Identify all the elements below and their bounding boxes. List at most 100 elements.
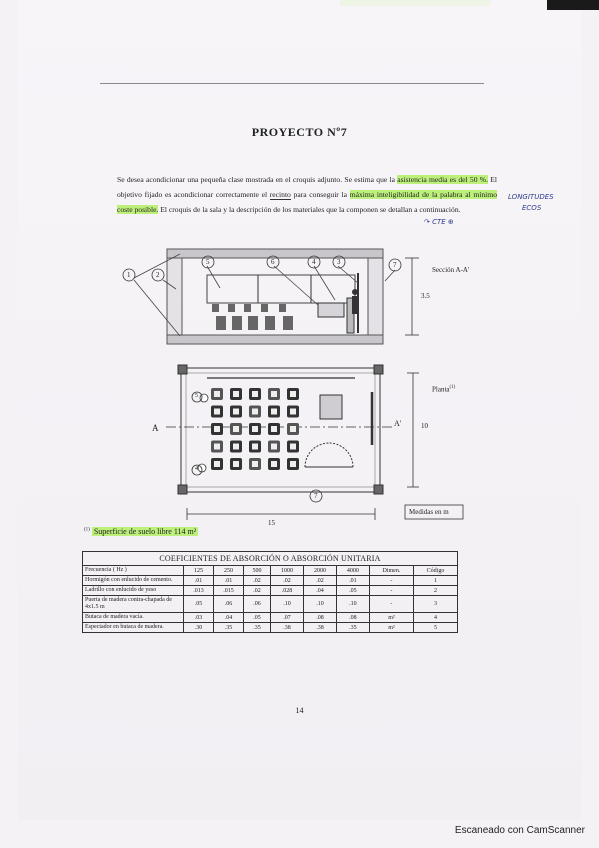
callout-5-section: 5 <box>206 258 210 266</box>
table-cell: .06 <box>213 595 244 613</box>
table-cell: .07 <box>270 612 304 623</box>
plan-label: Planta(1) <box>432 385 455 393</box>
plan-seat-cushion <box>271 443 277 450</box>
table-row: Puerta de madera contra-chapada de 4x1.5… <box>82 595 458 613</box>
table-cell: m² <box>368 622 415 633</box>
footnote: (1) Superficie de suelo libre 114 m² <box>84 527 199 536</box>
table-cell: .06 <box>242 595 272 613</box>
plan-seats <box>211 388 299 470</box>
table-cell: 5 <box>413 622 458 633</box>
plan-seat-cushion <box>214 461 220 467</box>
width-dimension-label: 15 <box>268 519 275 527</box>
underline-recinto: recinto <box>269 190 291 200</box>
table-cell: .01 <box>335 575 370 586</box>
table-cell: .028 <box>270 585 304 596</box>
table-cell: .35 <box>213 622 244 633</box>
table-cell: .05 <box>242 612 272 623</box>
intro-text-2: El objetivo fijado es acondicionar corre… <box>117 175 497 199</box>
plan-seat-cushion <box>214 443 220 450</box>
table-cell: .10 <box>270 595 304 613</box>
plan-seat-cushion <box>233 391 239 397</box>
table-cell: 1 <box>413 575 458 586</box>
table-header-cell: Código <box>413 565 458 576</box>
page-number: 14 <box>295 706 304 715</box>
table-cell: m² <box>368 612 415 623</box>
table-cell: 4 <box>413 612 458 623</box>
table-cell: .02 <box>242 575 272 586</box>
plan-seat-cushion <box>290 461 296 467</box>
callout-7-plan: 7 <box>314 492 318 500</box>
table-header-cell: 4000 <box>335 565 370 576</box>
plan-seat-cushion <box>271 408 277 415</box>
callout-4-plan: 4 <box>195 466 198 472</box>
plan-dimensions <box>186 372 419 520</box>
table-header-cell: Dimen. <box>368 565 415 576</box>
table-cell: .02 <box>303 575 337 586</box>
callout-1: 1 <box>127 271 131 279</box>
section-seats <box>212 304 293 330</box>
plan-seat-cushion <box>233 426 239 432</box>
plan-seat-cushion <box>252 443 258 450</box>
table-cell: .015 <box>213 585 244 596</box>
table-cell: .013 <box>183 585 214 596</box>
callout-5-plan: 5 <box>195 393 198 399</box>
table-row: Espectador en butaca de madera..30.35.35… <box>82 622 458 633</box>
callout-7-section: 7 <box>393 261 397 269</box>
plan-seat-cushion <box>252 426 258 432</box>
table-cell: .10 <box>303 595 337 613</box>
table-cell: - <box>368 595 415 613</box>
table-header-cell: Frecuencia ( Hz ) <box>82 565 184 576</box>
plan-seat-cushion <box>271 461 277 467</box>
plan-seat-cushion <box>233 408 239 415</box>
table-cell: .30 <box>183 622 214 633</box>
plan-seat-cushion <box>214 426 220 432</box>
table-cell: .05 <box>183 595 214 613</box>
plan-view <box>166 364 395 495</box>
table-cell: Puerta de madera contra-chapada de 4x1.5… <box>82 595 184 613</box>
plan-seat-cushion <box>290 408 296 415</box>
table-cell: .01 <box>183 575 214 586</box>
table-header-cell: 2000 <box>303 565 337 576</box>
cut-label-a: A <box>152 423 159 433</box>
table-cell: .08 <box>335 612 370 623</box>
plan-seat-cushion <box>290 443 296 450</box>
highlight-attendance: asistencia media es del 50 %. <box>397 175 488 184</box>
handwritten-note-cte: ↷ CTE ⊕ <box>424 218 454 226</box>
table-cell: .10 <box>335 595 370 613</box>
plan-label-sup: (1) <box>449 385 456 390</box>
table-cell: .04 <box>303 585 337 596</box>
plan-label-text: Planta <box>432 385 450 394</box>
intro-text-4: El croquis de la sala y la descripción d… <box>158 205 461 214</box>
table-cell: Hormigón con enlucido de cemento. <box>82 575 184 586</box>
table-cell: .38 <box>303 622 337 633</box>
table-cell: .08 <box>303 612 337 623</box>
table-cell: 2 <box>413 585 458 596</box>
table-row: Ladrillo con enlucido de yeso.013.015.02… <box>82 585 458 596</box>
table-row: Hormigón con enlucido de cemento..01.01.… <box>82 575 458 586</box>
footnote-mark: (1) <box>84 527 90 533</box>
table-cell: Butaca de madera vacía. <box>82 612 184 623</box>
plan-seat-cushion <box>252 391 258 397</box>
units-label: Medidas en m <box>409 508 449 516</box>
callout-4: 4 <box>312 258 316 266</box>
table-header-cell: 1000 <box>270 565 304 576</box>
table-cell: .38 <box>270 622 304 633</box>
table-caption: COEFICIENTES DE ABSORCIÓN O ABSORCIÓN UN… <box>82 551 458 566</box>
table-cell: Espectador en butaca de madera. <box>82 622 184 633</box>
presenter-figure <box>352 289 358 314</box>
absorption-table: COEFICIENTES DE ABSORCIÓN O ABSORCIÓN UN… <box>82 551 458 633</box>
page-title: PROYECTO Nº7 <box>251 125 348 139</box>
table-cell: .02 <box>242 585 272 596</box>
table-cell: - <box>368 585 415 596</box>
footnote-text: Superficie de suelo libre 114 m² <box>91 527 199 536</box>
intro-text-3: para conseguir la <box>290 190 350 199</box>
plan-seat-cushion <box>233 461 239 467</box>
cut-label-a-prime: A' <box>394 419 402 428</box>
callout-3: 3 <box>337 258 341 266</box>
callout-2: 2 <box>156 271 160 279</box>
plan-circles <box>197 393 209 473</box>
intro-paragraph: Se desea acondicionar una pequeña clase … <box>117 172 497 217</box>
plan-seat-cushion <box>214 391 220 397</box>
